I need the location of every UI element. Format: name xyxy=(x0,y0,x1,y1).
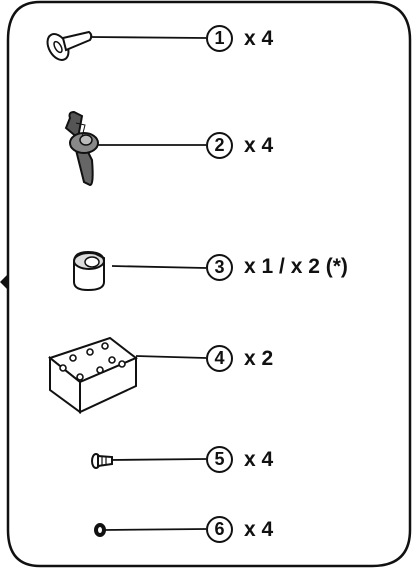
screw-icon xyxy=(91,453,113,469)
leader-line-4 xyxy=(135,355,207,359)
leader-line-3 xyxy=(111,265,207,269)
clip-icon xyxy=(73,250,105,292)
part-number-5: 5 xyxy=(206,446,233,473)
pin-icon xyxy=(46,30,93,61)
leader-line-1 xyxy=(89,36,207,39)
leader-line-6 xyxy=(103,528,207,531)
part-number-4: 4 xyxy=(206,345,233,372)
nut-icon xyxy=(94,523,106,537)
leader-line-5 xyxy=(109,458,207,461)
part-quantity-5: x 4 xyxy=(244,448,274,471)
panel-border xyxy=(6,0,412,568)
part-quantity-6: x 4 xyxy=(244,518,274,541)
pointer-arrow-icon xyxy=(0,274,8,290)
part-quantity-1: x 4 xyxy=(244,27,274,50)
mounting-plate-icon xyxy=(47,336,138,414)
part-number-3: 3 xyxy=(206,254,233,281)
part-quantity-2: x 4 xyxy=(244,134,274,157)
part-quantity-4: x 2 xyxy=(244,347,274,370)
part-quantity-3: x 1 / x 2 (*) xyxy=(244,255,348,278)
wing-nut-icon xyxy=(64,110,99,187)
part-number-1: 1 xyxy=(206,25,233,52)
part-number-6: 6 xyxy=(206,516,233,543)
part-number-2: 2 xyxy=(206,132,233,159)
